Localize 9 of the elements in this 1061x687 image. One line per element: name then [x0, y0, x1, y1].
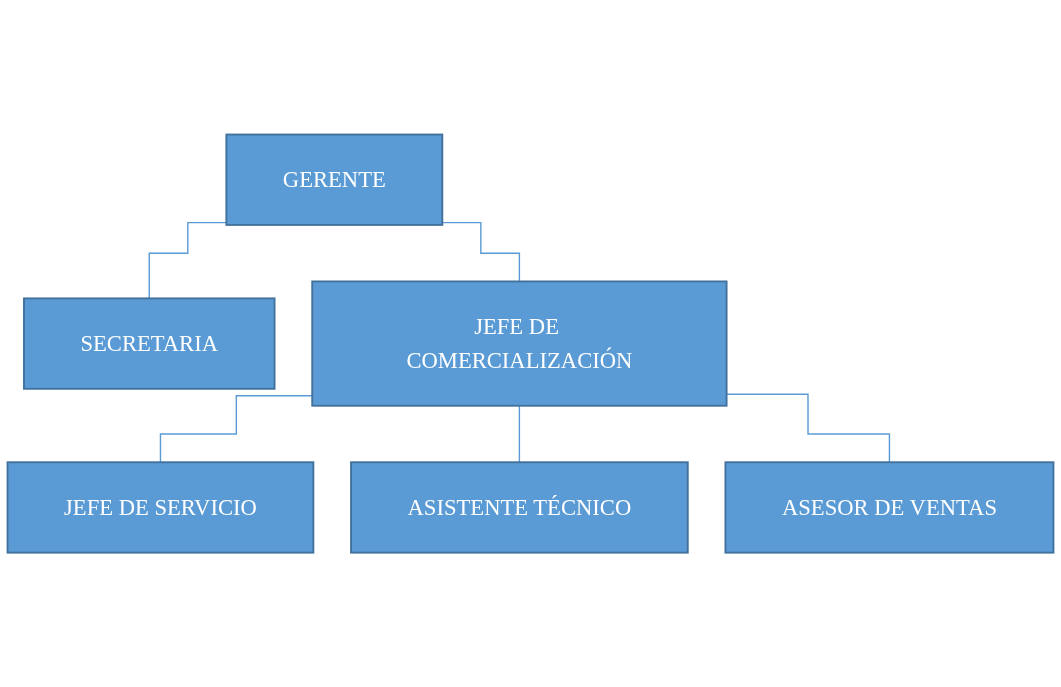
- connector: [518, 404, 521, 463]
- node-box: JEFE DE SERVICIO: [6, 461, 315, 554]
- node-box: GERENTE: [225, 133, 444, 226]
- node-box: JEFE DE COMERCIALIZACIÓN: [311, 280, 728, 407]
- connector: [441, 221, 521, 283]
- node-box: ASESOR DE VENTAS: [724, 461, 1055, 554]
- node-box: ASISTENTE TÉCNICO: [350, 461, 689, 554]
- connector: [159, 394, 313, 463]
- node-box: SECRETARIA: [23, 297, 276, 390]
